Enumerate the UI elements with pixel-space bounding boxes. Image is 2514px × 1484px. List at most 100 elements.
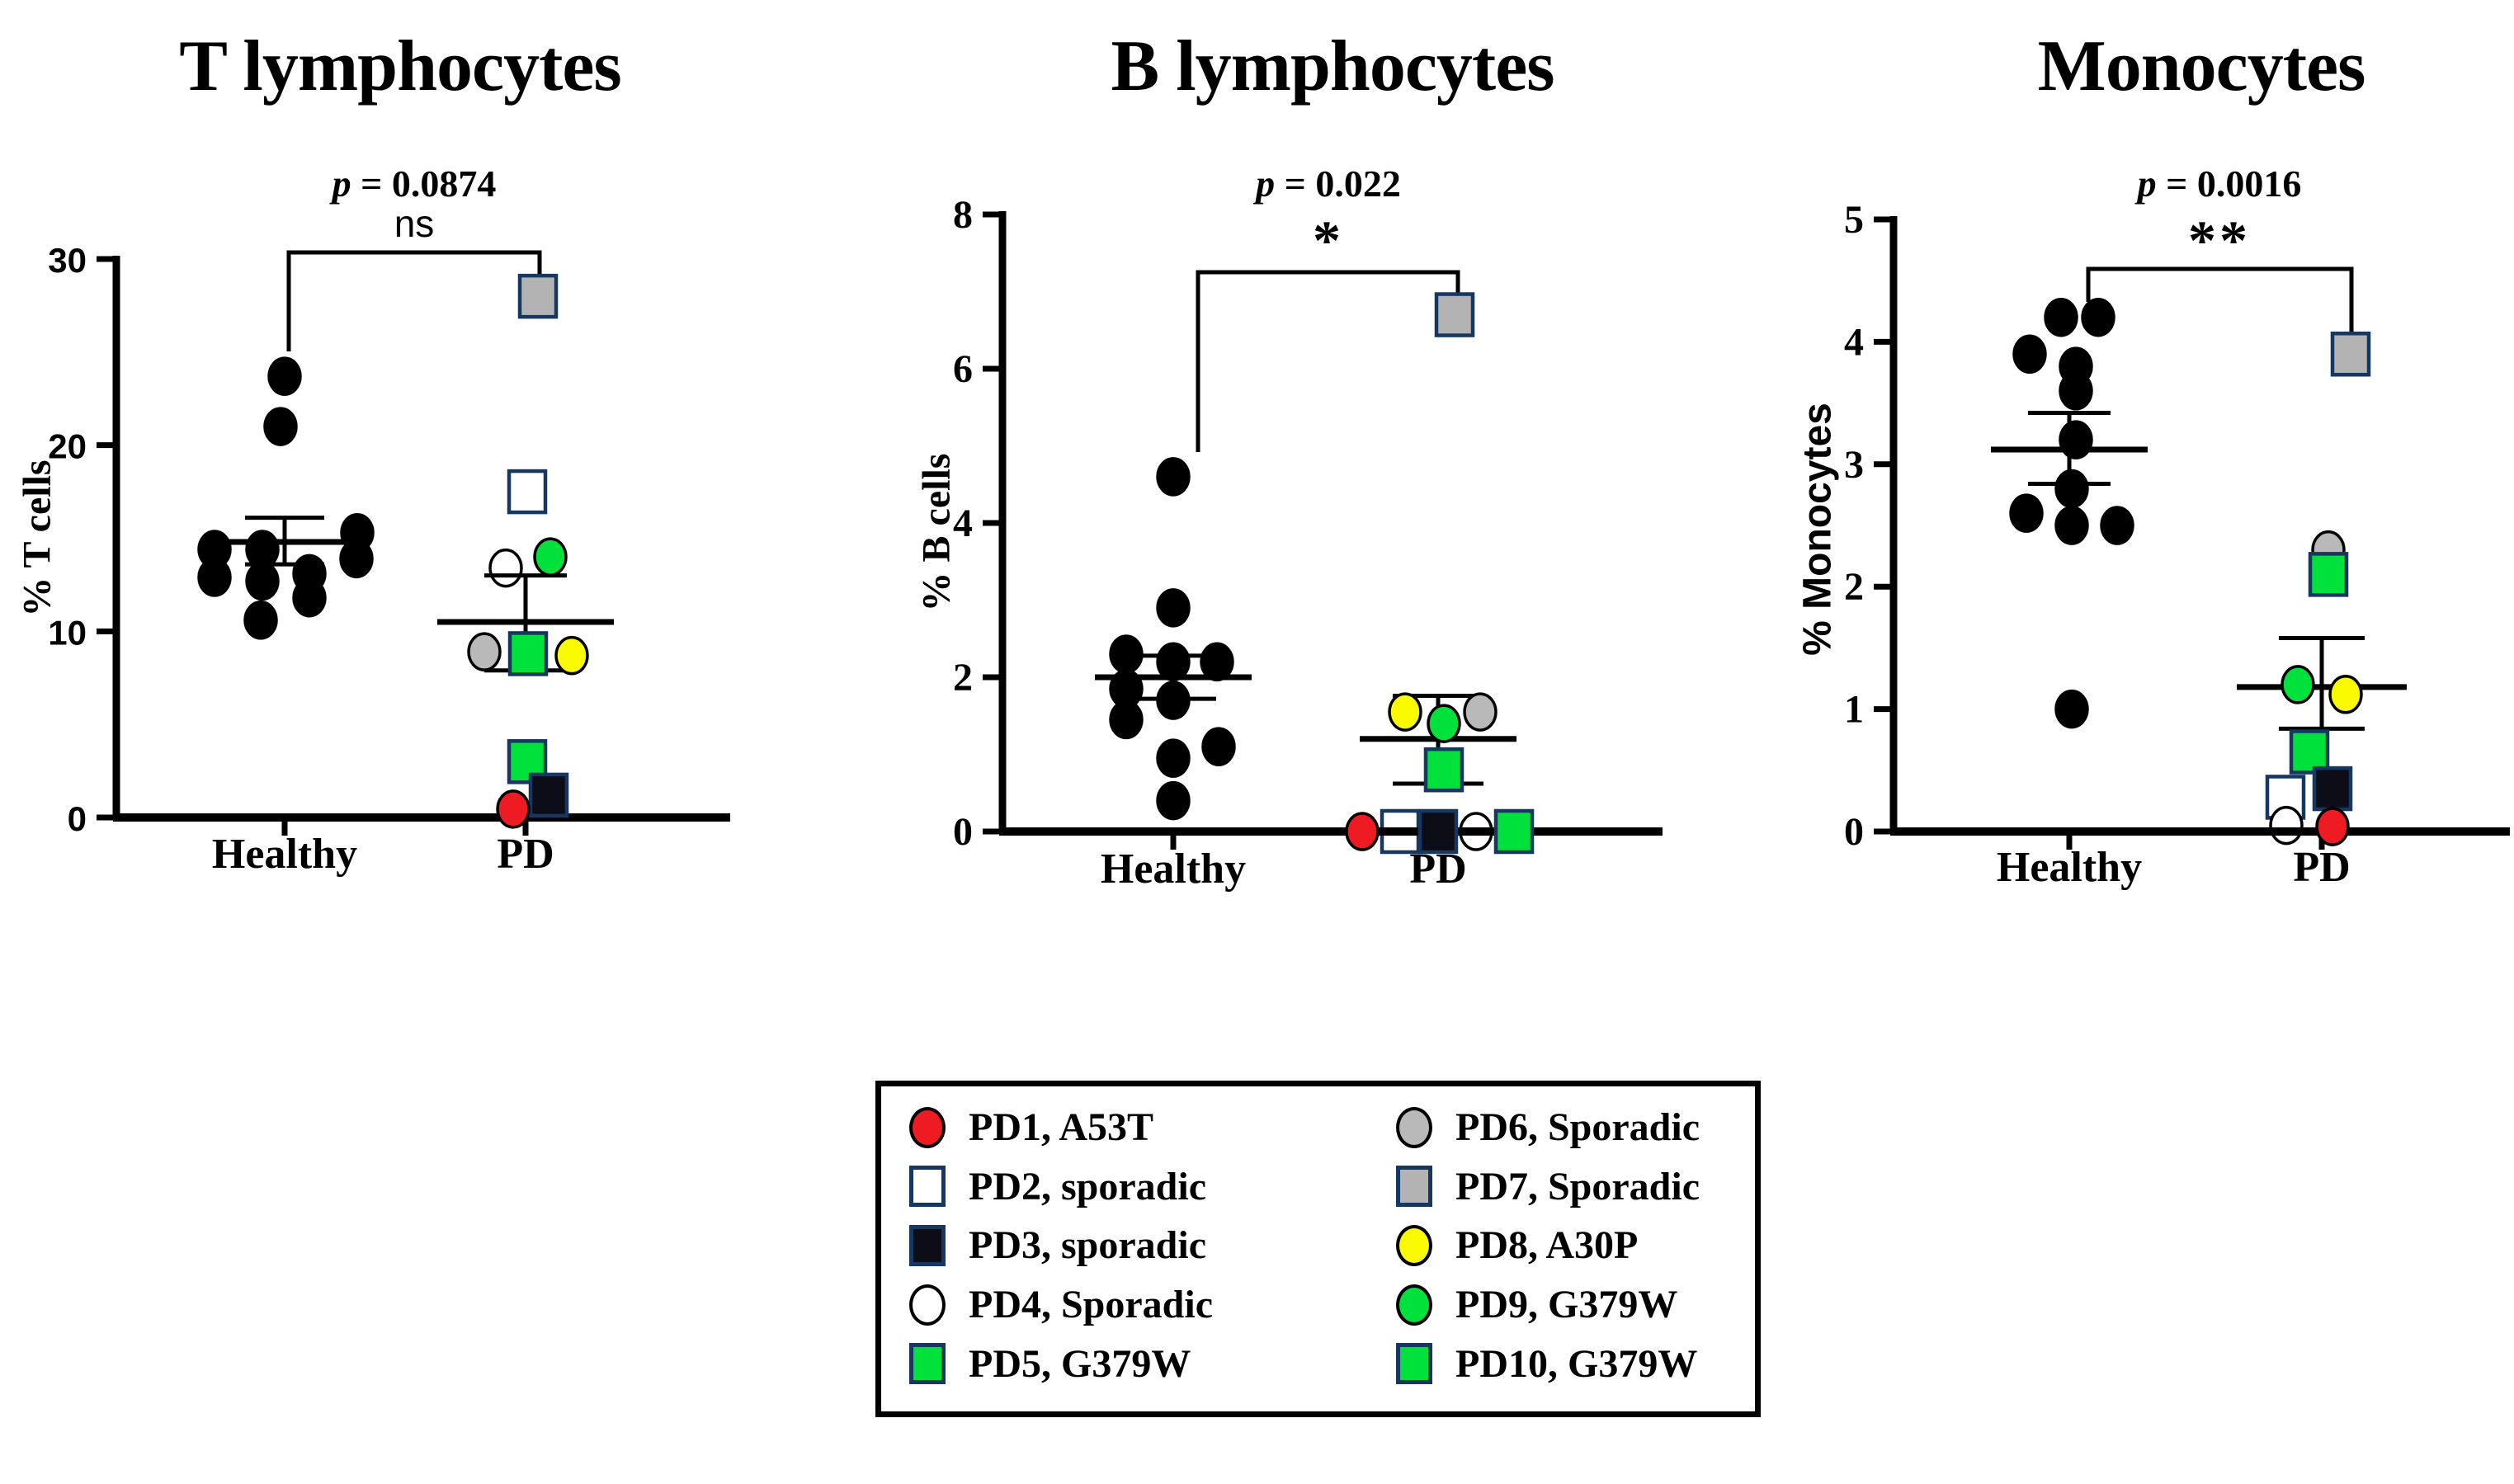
chart-title: B lymphocytes <box>1111 26 1555 106</box>
data-point-healthy <box>292 577 327 618</box>
significance-bracket <box>2086 266 2354 335</box>
data-point-healthy <box>1156 588 1191 628</box>
y-tick-label: 2 <box>953 656 973 700</box>
data-point-PD7 <box>517 273 559 319</box>
data-point-healthy <box>339 539 374 579</box>
y-tick-label: 0 <box>953 810 973 854</box>
legend-item-PD10: PD10, G379W <box>1396 1334 1748 1393</box>
data-point-PD3 <box>1417 808 1459 855</box>
x-category-pd: PD <box>1409 846 1467 893</box>
legend-marker-circle-icon <box>909 1106 946 1148</box>
legend-item-PD4: PD4, Sporadic <box>909 1275 1396 1335</box>
data-point-PD3 <box>2312 766 2353 812</box>
x-category-pd: PD <box>2293 844 2351 891</box>
y-tick-label: 20 <box>48 427 87 466</box>
data-point-healthy <box>2009 493 2044 533</box>
legend-item-label: PD8, A30P <box>1455 1223 1639 1268</box>
data-point-PD7 <box>2330 331 2371 377</box>
legend-marker-circle-icon <box>1396 1284 1432 1326</box>
data-point-PD4 <box>488 548 523 588</box>
data-point-PD4 <box>2269 805 2304 846</box>
data-point-PD6 <box>467 632 502 671</box>
data-point-PD9 <box>1427 704 1461 743</box>
x-category-healthy: Healthy <box>211 831 358 878</box>
legend-marker-square-icon <box>909 1343 946 1385</box>
data-point-healthy <box>2054 469 2089 509</box>
p-value-label: p = 0.0874 <box>332 163 497 205</box>
data-point-PD6 <box>1463 692 1498 732</box>
data-point-healthy <box>1156 457 1191 497</box>
significance-label: ns <box>394 202 435 245</box>
legend-item-label: PD1, A53T <box>969 1105 1154 1150</box>
y-tick-label: 0 <box>68 799 87 838</box>
data-point-PD10 <box>507 631 549 676</box>
significance-bracket <box>286 250 542 351</box>
chart-title: T lymphocytes <box>179 26 621 106</box>
significance-label: ** <box>2188 209 2251 271</box>
data-point-PD9 <box>2281 665 2315 704</box>
legend-item-label: PD3, sporadic <box>969 1223 1206 1268</box>
data-point-healthy <box>2044 297 2078 337</box>
data-point-PD8 <box>554 635 589 676</box>
data-point-PD8 <box>2328 675 2363 714</box>
legend-marker-square-icon <box>1396 1166 1432 1208</box>
data-point-healthy <box>1156 780 1191 821</box>
data-point-healthy <box>2012 334 2047 374</box>
legend-item-PD3: PD3, sporadic <box>909 1216 1396 1275</box>
y-tick-label: 5 <box>1844 198 1864 242</box>
t-lymphocytes-plot: 0 10 20 30 <box>48 241 730 838</box>
x-category-pd: PD <box>497 831 554 878</box>
data-point-healthy <box>243 601 278 640</box>
data-point-PD1 <box>496 789 531 829</box>
data-point-PD5 <box>2289 729 2330 775</box>
p-value-label: p = 0.022 <box>1256 163 1401 205</box>
data-point-PD1 <box>1345 812 1380 851</box>
chart-title: Monocytes <box>2037 26 2366 106</box>
data-point-PD5 <box>1493 808 1535 855</box>
data-point-PD2 <box>507 469 548 515</box>
legend-item-PD8: PD8, A30P <box>1396 1216 1748 1275</box>
y-tick-label: 4 <box>1844 320 1864 364</box>
y-tick-label: 10 <box>48 613 87 652</box>
legend-item-label: PD10, G379W <box>1455 1341 1698 1386</box>
data-point-healthy <box>1156 738 1191 778</box>
y-tick-label: 30 <box>48 241 87 280</box>
legend-marker-square-icon <box>1396 1343 1432 1385</box>
legend-item-label: PD5, G379W <box>969 1341 1191 1386</box>
legend-marker-circle-icon <box>1396 1106 1432 1148</box>
significance-label: * <box>1313 209 1344 271</box>
legend-item-PD5: PD5, G379W <box>909 1334 1396 1393</box>
y-tick-label: 2 <box>1844 565 1864 609</box>
legend-item-label: PD4, Sporadic <box>969 1283 1214 1327</box>
data-point-healthy <box>245 561 280 601</box>
y-tick-label: 6 <box>953 347 973 391</box>
legend-item-PD6: PD6, Sporadic <box>1396 1098 1748 1157</box>
data-point-healthy <box>2059 371 2093 411</box>
legend-item-label: PD6, Sporadic <box>1455 1105 1700 1150</box>
data-point-PD1 <box>2315 807 2350 846</box>
legend-item-PD9: PD9, G379W <box>1396 1275 1748 1335</box>
y-tick-label: 0 <box>1844 810 1864 854</box>
data-point-healthy <box>197 558 232 597</box>
data-point-PD3 <box>528 772 569 818</box>
data-point-PD8 <box>1388 692 1422 732</box>
data-point-PD10 <box>2308 552 2349 597</box>
legend-marker-square-icon <box>909 1224 946 1266</box>
y-tick-label: 4 <box>953 502 973 545</box>
data-point-healthy <box>263 407 298 446</box>
legend-item-PD2: PD2, sporadic <box>909 1157 1396 1217</box>
p-value-label: p = 0.0016 <box>2137 163 2302 205</box>
data-point-healthy <box>267 356 302 396</box>
data-point-healthy <box>1201 727 1236 766</box>
legend-item-PD1: PD1, A53T <box>909 1098 1396 1157</box>
legend-item-PD7: PD7, Sporadic <box>1396 1157 1748 1217</box>
data-point-healthy <box>2100 506 2134 545</box>
data-point-healthy <box>2054 506 2089 545</box>
legend-item-label: PD9, G379W <box>1455 1283 1678 1327</box>
x-category-healthy: Healthy <box>1100 846 1247 893</box>
